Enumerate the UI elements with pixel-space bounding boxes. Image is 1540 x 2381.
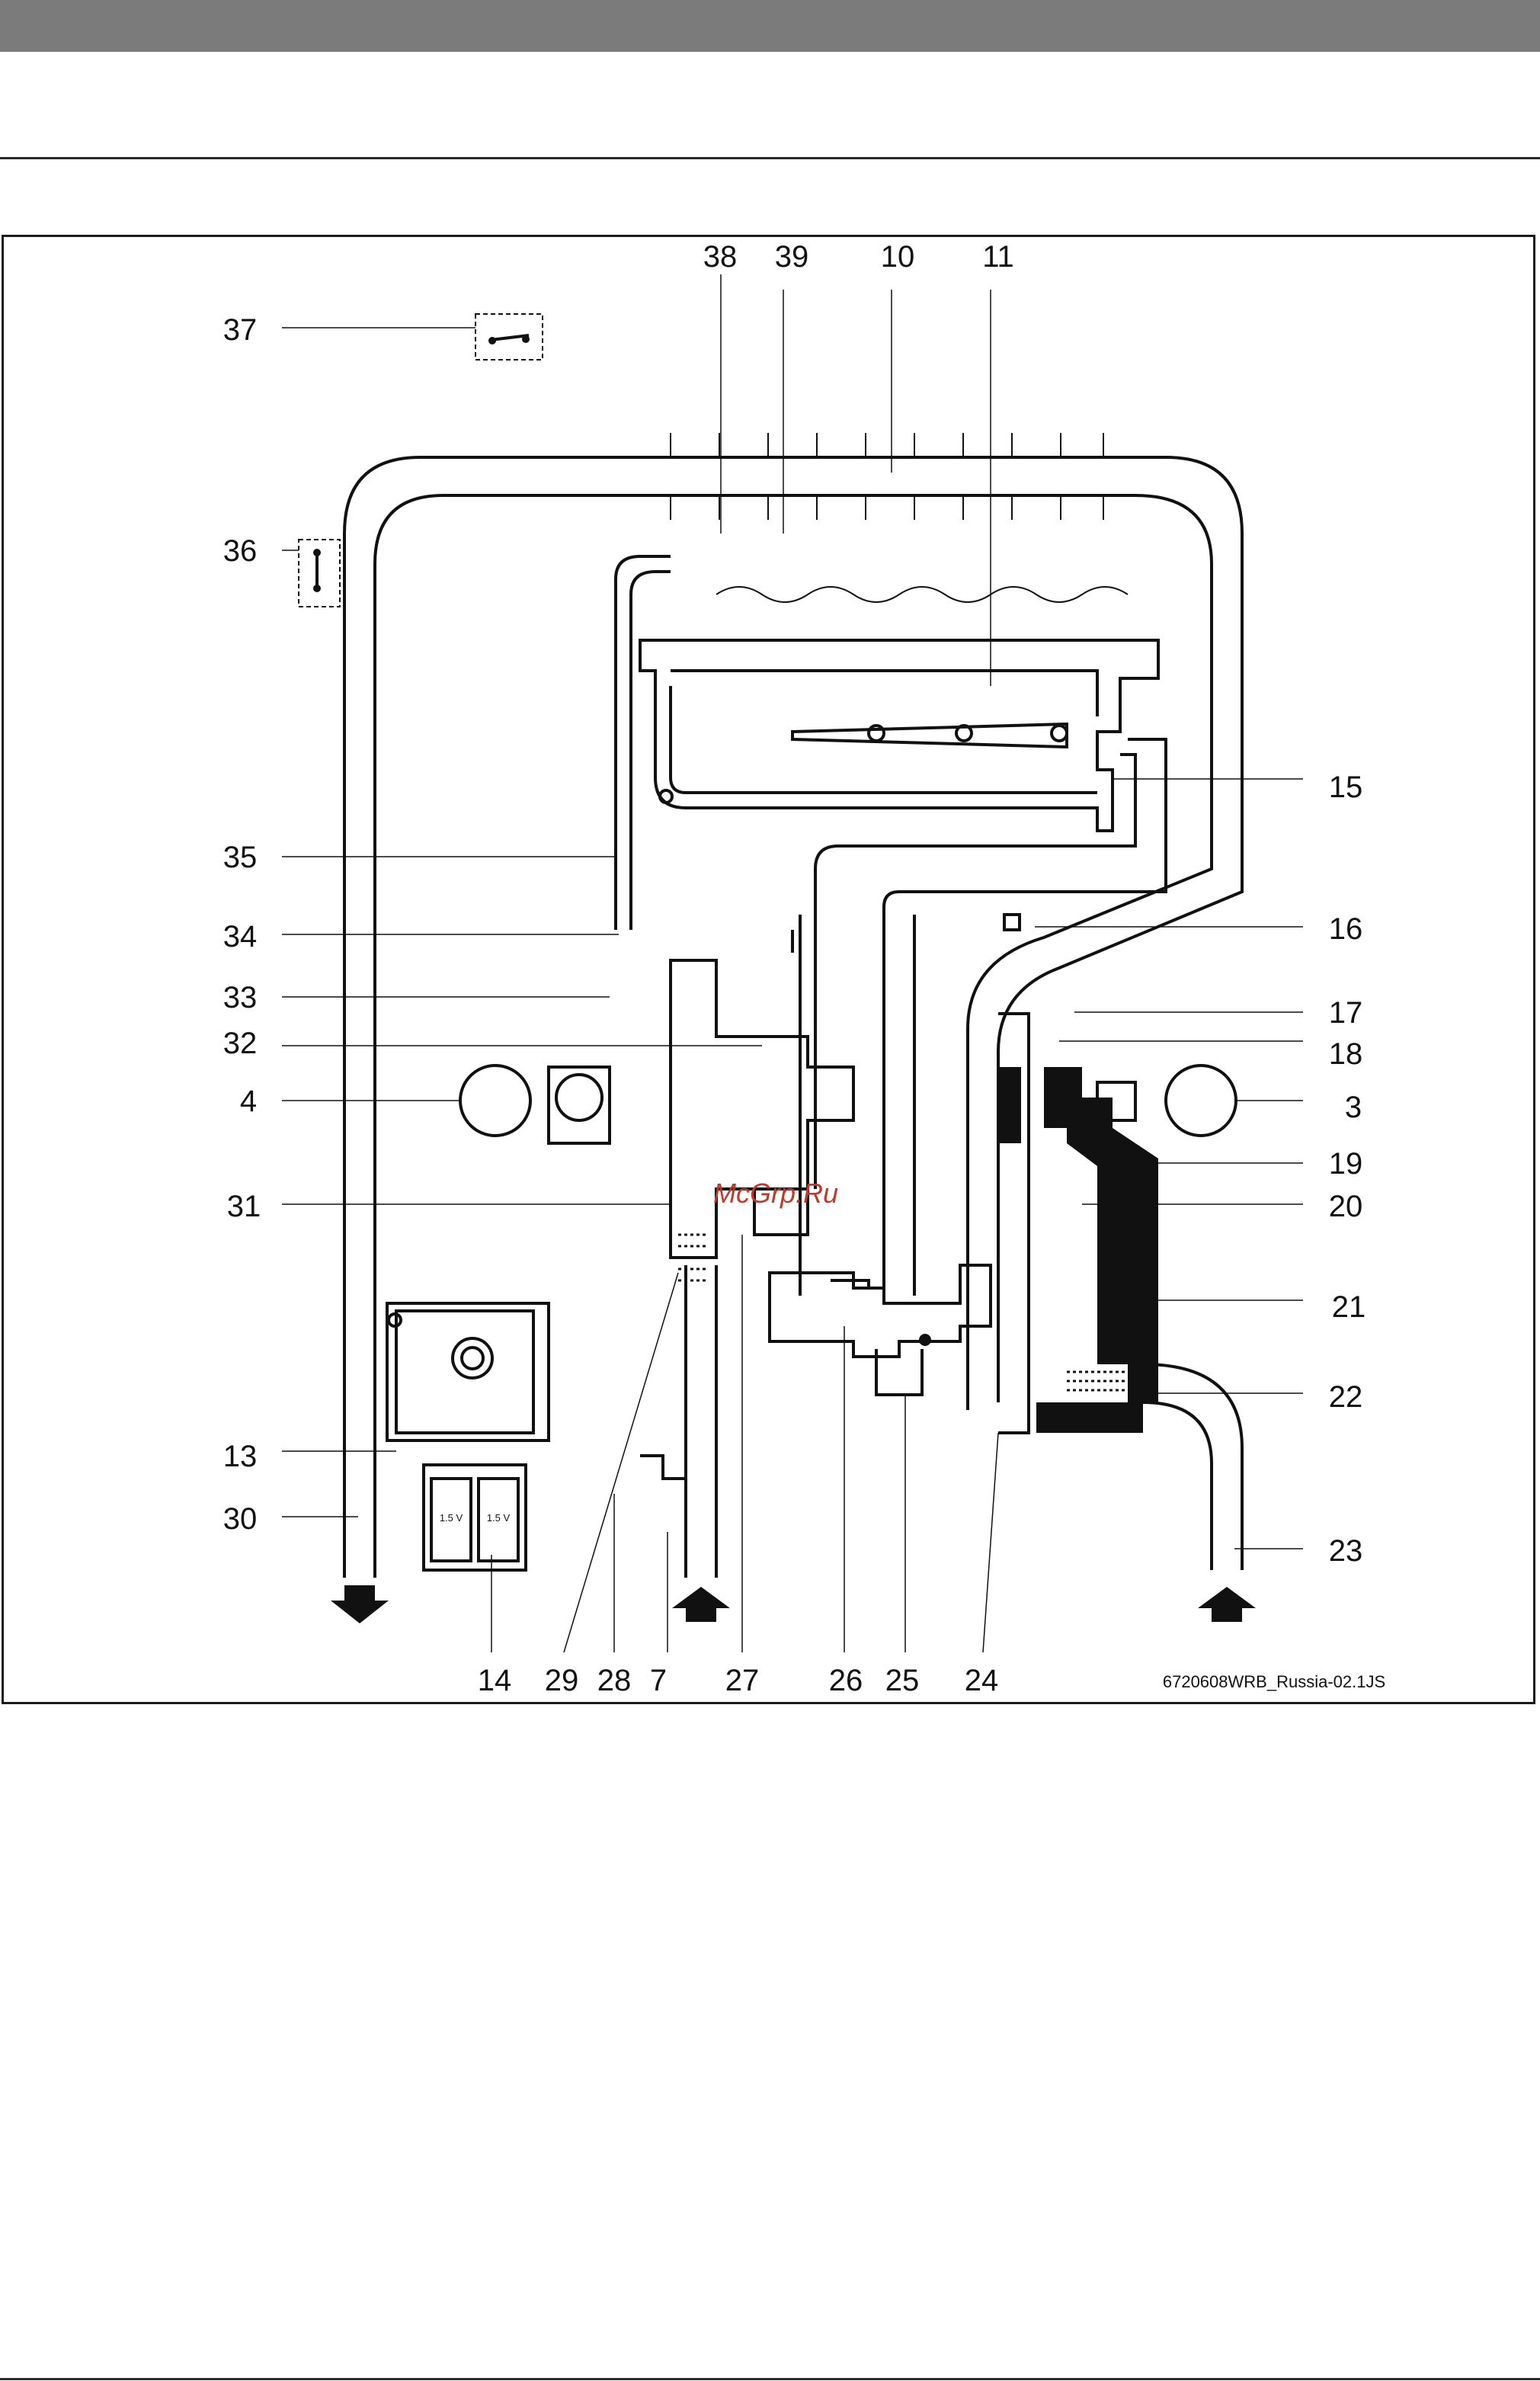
- label-29: 29: [545, 1664, 579, 1697]
- heat-exchanger-hatch: [678, 1235, 1128, 1390]
- label-18: 18: [1329, 1037, 1363, 1071]
- label-30: 30: [223, 1502, 258, 1536]
- label-15: 15: [1329, 771, 1363, 804]
- label-25: 25: [885, 1664, 920, 1697]
- label-11: 11: [982, 240, 1014, 274]
- label-27: 27: [725, 1664, 760, 1697]
- label-17: 17: [1329, 996, 1363, 1030]
- label-36: 36: [223, 534, 258, 568]
- battery-cell-2: 1.5 V: [487, 1512, 511, 1524]
- label-28: 28: [597, 1664, 632, 1697]
- label-26: 26: [829, 1664, 863, 1697]
- label-20: 20: [1329, 1190, 1363, 1223]
- label-39: 39: [775, 240, 809, 274]
- label-13: 13: [223, 1440, 258, 1473]
- label-24: 24: [965, 1664, 999, 1697]
- label-35: 35: [223, 841, 258, 874]
- label-34: 34: [223, 920, 258, 953]
- label-23: 23: [1329, 1534, 1363, 1568]
- label-31: 31: [227, 1190, 261, 1223]
- label-32: 32: [223, 1027, 258, 1060]
- label-38: 38: [703, 240, 738, 274]
- figure-code: 6720608WRB_Russia-02.1JS: [1163, 1672, 1385, 1691]
- battery-cell-1: 1.5 V: [440, 1512, 463, 1524]
- label-4: 4: [240, 1085, 257, 1118]
- label-10: 10: [881, 240, 915, 274]
- solid-parts: [313, 335, 1256, 1623]
- watermark-text: McGrp.Ru: [713, 1178, 838, 1209]
- pipework: [299, 314, 1242, 1578]
- flue-ticks: [671, 433, 1103, 520]
- label-14: 14: [478, 1664, 512, 1697]
- label-37: 37: [223, 313, 258, 347]
- leader-lines: [282, 274, 1303, 1652]
- label-22: 22: [1329, 1380, 1363, 1414]
- label-19: 19: [1329, 1147, 1363, 1181]
- label-33: 33: [223, 981, 258, 1014]
- label-16: 16: [1329, 912, 1363, 946]
- label-21: 21: [1332, 1290, 1366, 1324]
- label-3: 3: [1345, 1091, 1362, 1124]
- label-7: 7: [650, 1664, 667, 1697]
